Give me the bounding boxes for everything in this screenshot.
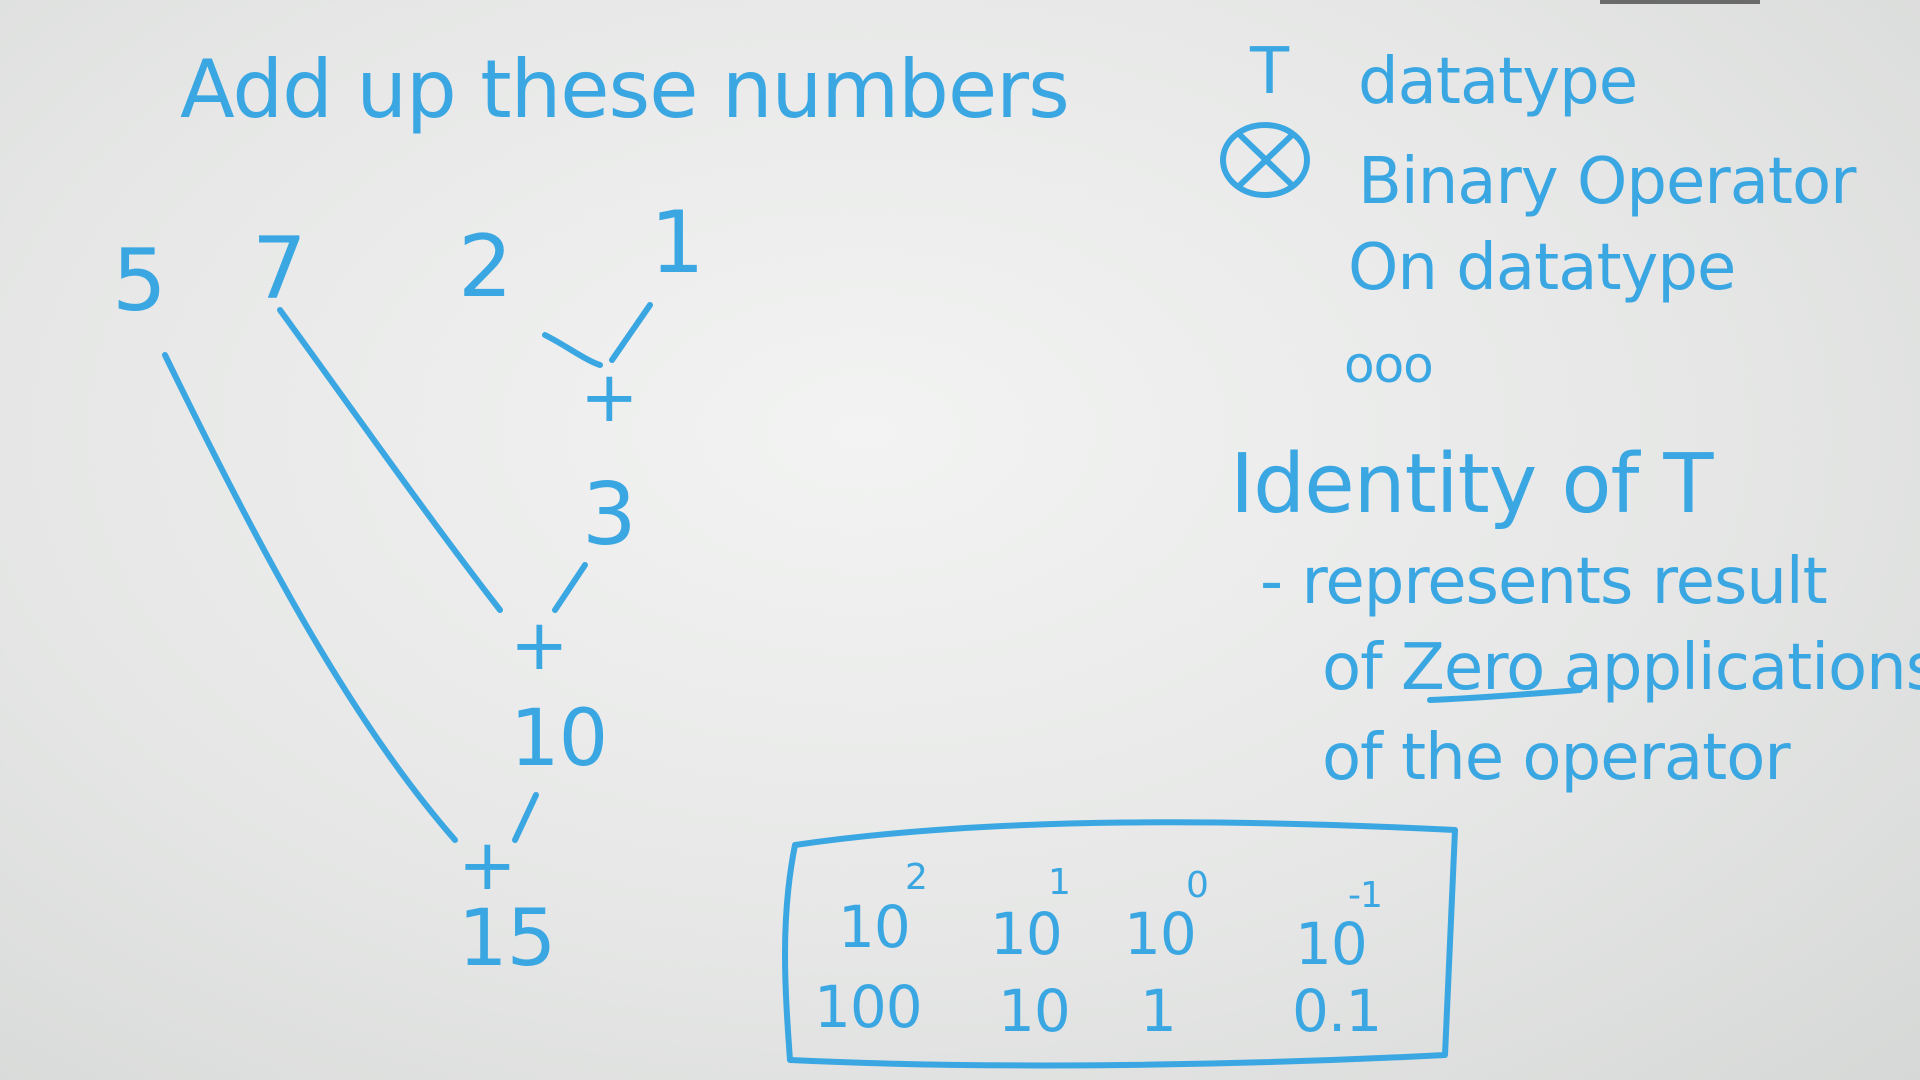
power-value: 10 [998,977,1071,1045]
line-3-to-plus [552,562,588,613]
note-t: T [1250,35,1289,109]
power-exponent: -1 [1348,875,1383,916]
zero-underline [1427,687,1583,703]
note-identity-heading: Identity of T [1230,437,1714,532]
power-value: 100 [814,973,923,1041]
note-datatype: datatype [1358,45,1638,119]
result-15: 15 [458,894,556,984]
result-10: 10 [510,694,608,784]
number-7: 7 [252,219,307,319]
power-value: 1 [1140,977,1177,1045]
powers-box [782,819,1458,1069]
note-binary-operator: Binary Operator [1358,145,1856,219]
note-of-the-operator: of the operator [1322,721,1791,795]
plus-sign: + [580,356,639,438]
power-base: 10 [838,893,911,961]
board-title: Add up these numbers [180,43,1070,136]
power-base: 10 [990,900,1063,968]
power-base: 10 [1124,900,1197,968]
power-exponent: 1 [1048,862,1071,903]
line-1-to-plus [609,302,653,363]
plus-sign: + [458,824,517,906]
power-value: 0.1 [1292,977,1382,1045]
note-on-datatype: On datatype [1348,231,1736,305]
line-10-to-plus [512,792,539,843]
note-zero-applications: of Zero applications [1322,631,1920,705]
line-5-to-plus [162,352,458,843]
result-3: 3 [582,465,637,565]
number-1: 1 [650,193,705,293]
power-exponent: 2 [905,857,928,898]
line-7-to-plus [277,307,503,613]
circled-times-icon [1220,122,1310,198]
power-base: 10 [1295,910,1368,978]
line-2-to-plus [542,332,603,368]
note-represents-result: - represents result [1260,545,1828,619]
power-exponent: 0 [1186,865,1209,906]
plus-sign: + [510,604,569,686]
board-edge [1600,0,1760,4]
number-5: 5 [112,231,167,331]
note-ellipsis: ooo [1344,336,1434,394]
number-2: 2 [458,217,513,317]
